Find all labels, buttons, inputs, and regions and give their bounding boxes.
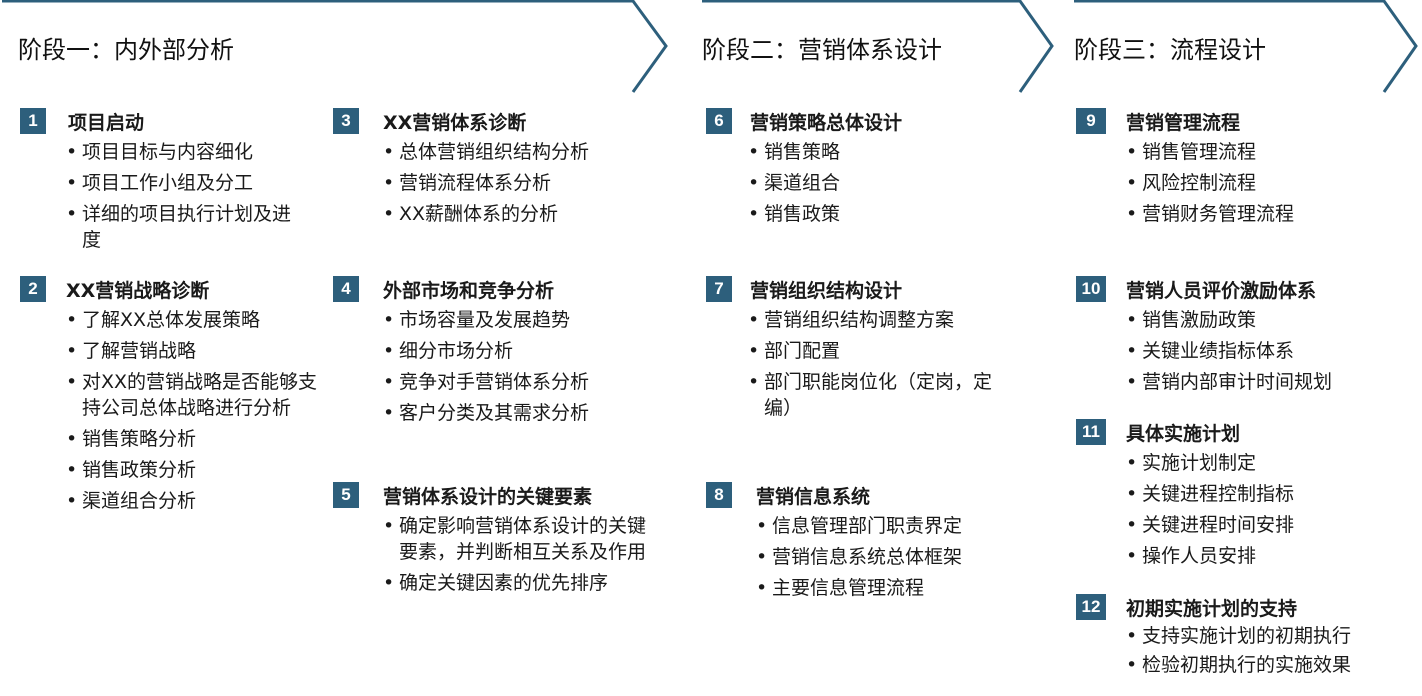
step-title: 外部市场和竞争分析 [383,279,555,302]
list-item: 详细的项目执行计划及进度 [66,201,300,253]
list-item: 渠道组合 [748,170,1046,196]
list-item: 信息管理部门职责界定 [756,513,1046,539]
list-item: 营销组织结构调整方案 [748,307,1008,333]
list-item: 销售管理流程 [1126,139,1416,165]
phase-3-title: 阶段三：流程设计 [1074,36,1266,64]
phase-3-chevron-icon [1074,0,1418,93]
list-item: 项目目标与内容细化 [66,139,316,165]
list-item: 关键业绩指标体系 [1126,338,1416,364]
step-number-badge: 2 [20,276,46,302]
step-1: 1 项目启动 项目目标与内容细化 项目工作小组及分工 详细的项目执行计划及进度 [20,107,340,258]
list-item: 了解XX总体发展策略 [66,307,336,333]
list-item: 竞争对手营销体系分析 [383,369,673,395]
step-title: 营销组织结构设计 [750,279,903,302]
step-title: XX营销战略诊断 [66,279,210,302]
step-5: 5 营销体系设计的关键要素 确定影响营销体系设计的关键要素，并判断相互关系及作用… [333,481,673,601]
step-7: 7 营销组织结构设计 营销组织结构调整方案 部门配置 部门职能岗位化（定岗，定编… [706,275,1046,426]
step-title: 营销信息系统 [756,485,871,508]
list-item: 主要信息管理流程 [756,575,1046,601]
phase-1-header: 阶段一：内外部分析 [0,0,670,96]
phase-2-chevron-icon [702,0,1054,93]
list-item: XX薪酬体系的分析 [383,201,673,227]
step-4: 4 外部市场和竞争分析 市场容量及发展趋势 细分市场分析 竞争对手营销体系分析 … [333,275,673,431]
step-title: 营销人员评价激励体系 [1126,279,1317,302]
step-title: 具体实施计划 [1126,422,1241,445]
step-number-badge: 3 [333,108,359,134]
step-title: 营销策略总体设计 [750,111,903,134]
list-item: 支持实施计划的初期执行 [1126,623,1416,649]
step-title: 项目启动 [68,111,145,134]
list-item: 销售政策 [748,201,1046,227]
list-item: 营销流程体系分析 [383,170,673,196]
list-item: 市场容量及发展趋势 [383,307,673,333]
phase-1-chevron-icon [2,0,668,93]
list-item: 实施计划制定 [1126,450,1416,476]
step-number-badge: 4 [333,276,359,302]
list-item: 销售策略 [748,139,1046,165]
list-item: 确定关键因素的优先排序 [383,570,658,596]
step-title: 营销管理流程 [1126,111,1241,134]
step-9: 9 营销管理流程 销售管理流程 风险控制流程 营销财务管理流程 [1076,107,1416,232]
list-item: 了解营销战略 [66,338,336,364]
list-item: 部门配置 [748,338,1008,364]
step-number-badge: 9 [1076,108,1106,134]
step-2: 2 XX营销战略诊断 了解XX总体发展策略 了解营销战略 对XX的营销战略是否能… [20,275,340,519]
step-number-badge: 12 [1076,594,1106,620]
step-12: 12 初期实施计划的支持 支持实施计划的初期执行 检验初期执行的实施效果 [1076,593,1416,683]
list-item: 对XX的营销战略是否能够支持公司总体战略进行分析 [66,369,334,421]
list-item: 风险控制流程 [1126,170,1416,196]
list-item: 销售政策分析 [66,457,336,483]
list-item: 营销财务管理流程 [1126,201,1416,227]
list-item: 项目工作小组及分工 [66,170,316,196]
list-item: 操作人员安排 [1126,543,1416,569]
list-item: 渠道组合分析 [66,488,336,514]
phase-2-header: 阶段二：营销体系设计 [700,0,1060,96]
list-item: 关键进程时间安排 [1126,512,1416,538]
step-number-badge: 5 [333,482,359,508]
phase-1-title: 阶段一：内外部分析 [18,36,234,64]
list-item: 客户分类及其需求分析 [383,400,673,426]
step-number-badge: 1 [20,108,46,134]
list-item: 细分市场分析 [383,338,673,364]
list-item: 关键进程控制指标 [1126,481,1416,507]
list-item: 检验初期执行的实施效果 [1126,652,1416,678]
phase-2-title: 阶段二：营销体系设计 [702,36,942,64]
list-item: 销售策略分析 [66,426,336,452]
list-item: 确定影响营销体系设计的关键要素，并判断相互关系及作用 [383,513,654,565]
step-number-badge: 7 [706,276,732,302]
list-item: 部门职能岗位化（定岗，定编） [748,369,1004,421]
step-title: XX营销体系诊断 [383,111,527,134]
list-item: 总体营销组织结构分析 [383,139,673,165]
phase-3-header: 阶段三：流程设计 [1072,0,1422,96]
step-number-badge: 10 [1076,276,1106,302]
step-title: 初期实施计划的支持 [1126,597,1298,620]
step-10: 10 营销人员评价激励体系 销售激励政策 关键业绩指标体系 营销内部审计时间规划 [1076,275,1416,400]
step-11: 11 具体实施计划 实施计划制定 关键进程控制指标 关键进程时间安排 操作人员安… [1076,418,1416,574]
list-item: 营销内部审计时间规划 [1126,369,1416,395]
step-6: 6 营销策略总体设计 销售策略 渠道组合 销售政策 [706,107,1046,232]
list-item: 营销信息系统总体框架 [756,544,1046,570]
step-number-badge: 8 [706,482,732,508]
list-item: 销售激励政策 [1126,307,1416,333]
step-title: 营销体系设计的关键要素 [383,485,593,508]
step-3: 3 XX营销体系诊断 总体营销组织结构分析 营销流程体系分析 XX薪酬体系的分析 [333,107,673,232]
step-8: 8 营销信息系统 信息管理部门职责界定 营销信息系统总体框架 主要信息管理流程 [706,481,1046,606]
step-number-badge: 6 [706,108,732,134]
step-number-badge: 11 [1076,419,1106,445]
